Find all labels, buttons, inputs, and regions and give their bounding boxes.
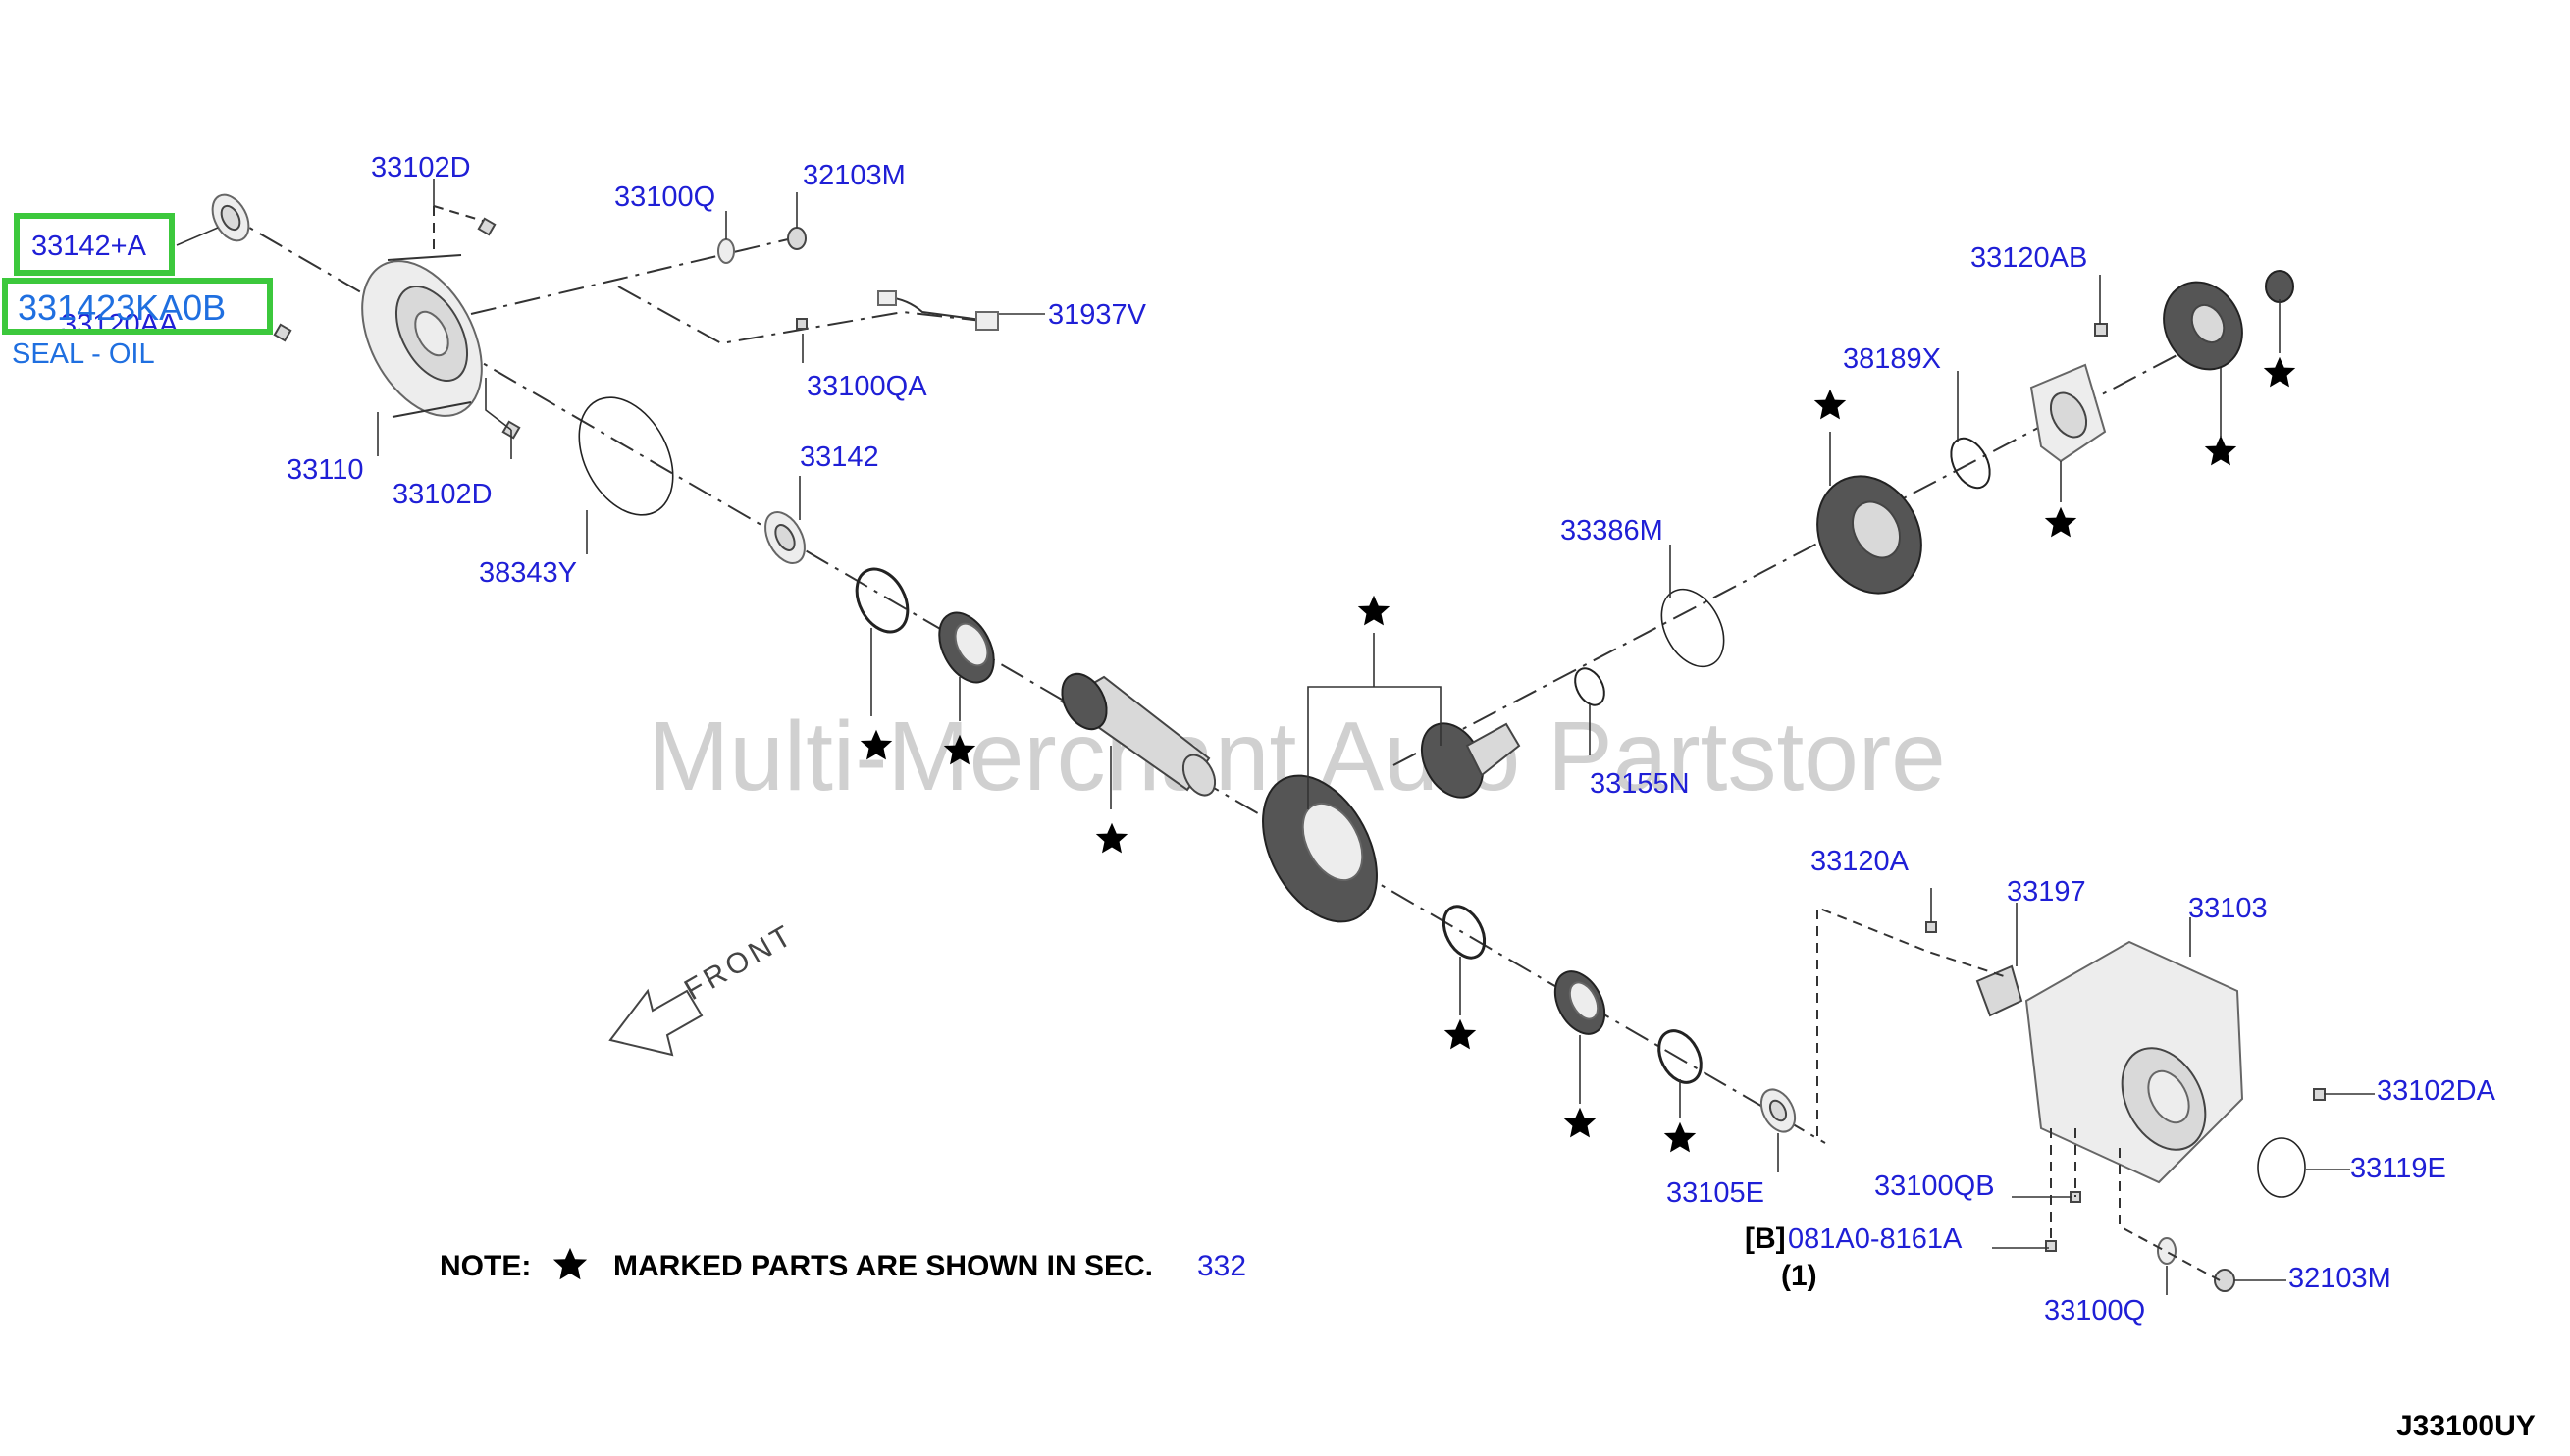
drive-pinion-shaft[interactable] [1053,666,1221,801]
star-marker [1443,1018,1477,1050]
star-marker [1663,1121,1697,1153]
washer-33100QA[interactable] [796,318,808,330]
callout-33102D-bottom[interactable]: 33102D [393,479,493,510]
callout-31937V[interactable]: 31937V [1048,299,1147,331]
callout-33103[interactable]: 33103 [2188,893,2268,924]
ring-gear[interactable] [1239,756,1399,941]
star-marker [1357,595,1390,626]
star-marker [1095,822,1128,854]
callout-081A0-prefix: [B] [1745,1222,1786,1255]
part-description: SEAL - OIL [12,338,155,370]
callout-33386M[interactable]: 33386M [1560,515,1663,546]
oil-seal-33105E[interactable] [1755,1084,1802,1138]
sensor-harness-axis [617,286,992,345]
rear-case-33103[interactable] [2024,940,2244,1184]
snap-ring-left[interactable] [847,560,918,641]
o-ring-rear[interactable] [1651,1023,1709,1089]
gasket-plate[interactable] [2029,363,2107,463]
front-cover-part[interactable] [338,241,506,437]
o-ring-38343Y[interactable] [560,382,692,531]
coupling-housing[interactable] [1798,458,1942,611]
companion-flange[interactable] [2149,269,2257,384]
diagram-code: J33100UY [2396,1410,2536,1442]
star-marker [2263,356,2296,388]
callout-33155N[interactable]: 33155N [1590,768,1690,800]
bolt-081A0-8161A[interactable] [2045,1240,2057,1252]
bolt-33102DA[interactable] [2313,1088,2326,1101]
bolt-33120AA[interactable] [273,323,292,342]
callout-33100QB[interactable]: 33100QB [1874,1170,1995,1202]
callout-33197[interactable]: 33197 [2007,876,2086,908]
footnote: NOTE: MARKED PARTS ARE SHOWN IN SEC. 332 [440,1247,1246,1282]
bearing-rear[interactable] [1546,963,1615,1043]
bolt-33120A[interactable] [1925,921,1937,933]
callout-33100Q-top[interactable]: 33100Q [614,182,715,213]
o-ring-33386M[interactable] [1650,579,1737,677]
star-marker [1563,1107,1597,1138]
o-ring-33119E[interactable] [2257,1137,2306,1198]
front-arrow: FRONT [608,918,800,1057]
front-label: FRONT [679,918,800,1007]
assembly-axis-right [1392,328,2229,766]
callout-38189X[interactable]: 38189X [1843,343,1941,375]
callout-33100Q-bottom[interactable]: 33100Q [2044,1295,2145,1326]
washer-33100Q-bottom[interactable] [2157,1237,2177,1265]
snap-ring-rear[interactable] [1436,900,1493,964]
star-marker [552,1247,588,1280]
highlight-box-33142A [14,213,175,276]
sensor-31937V[interactable] [877,290,999,331]
bolt-32103M-top[interactable] [787,227,807,250]
bearing-left[interactable] [928,603,1005,692]
leader-lines [176,179,2375,1295]
callout-33102D-top[interactable]: 33102D [371,152,471,183]
callout-081A0-qty: (1) [1781,1260,1817,1292]
oil-seal-part[interactable] [205,188,256,246]
callout-38343Y[interactable]: 38343Y [479,557,577,589]
side-gear[interactable] [1409,713,1521,808]
oil-seal-33142[interactable] [758,505,813,569]
callout-33120AB[interactable]: 33120AB [1970,242,2087,274]
star-marker [1813,389,1847,420]
callout-33120A[interactable]: 33120A [1810,846,1910,877]
callout-32103M-bottom[interactable]: 32103M [2288,1263,2391,1294]
star-marker [2044,506,2077,538]
note-prefix: NOTE: [440,1250,531,1282]
washer-33155N[interactable] [1569,663,1610,710]
note-section-link[interactable]: 332 [1197,1250,1246,1282]
note-text: MARKED PARTS ARE SHOWN IN SEC. [613,1250,1153,1282]
star-marker [2204,435,2237,466]
highlight-box-331423KA0B [2,278,273,335]
callout-081A0-8161A[interactable]: 081A0-8161A [1788,1223,1963,1255]
callout-33105E[interactable]: 33105E [1666,1177,1764,1209]
callout-33102DA[interactable]: 33102DA [2377,1075,2496,1107]
callout-33110[interactable]: 33110 [287,454,364,486]
bracket-33197[interactable] [1975,964,2023,1017]
callout-33120AA[interactable]: 33120AA [61,309,179,340]
callout-33119E[interactable]: 33119E [2350,1153,2446,1184]
bolt-33120AB[interactable] [2094,323,2108,337]
callout-331423KA0B[interactable]: 331423KA0B [18,287,226,328]
callout-33100QA[interactable]: 33100QA [807,371,927,402]
callout-33142[interactable]: 33142 [800,442,879,473]
washer-33100Q-top[interactable] [717,238,735,264]
callout-32103M-top[interactable]: 32103M [803,160,906,191]
flange-nut[interactable] [2265,270,2294,303]
sensor-axis [470,234,806,315]
callout-33142A[interactable]: 33142+A [31,231,147,262]
bolt-33102D-top[interactable] [477,217,497,236]
